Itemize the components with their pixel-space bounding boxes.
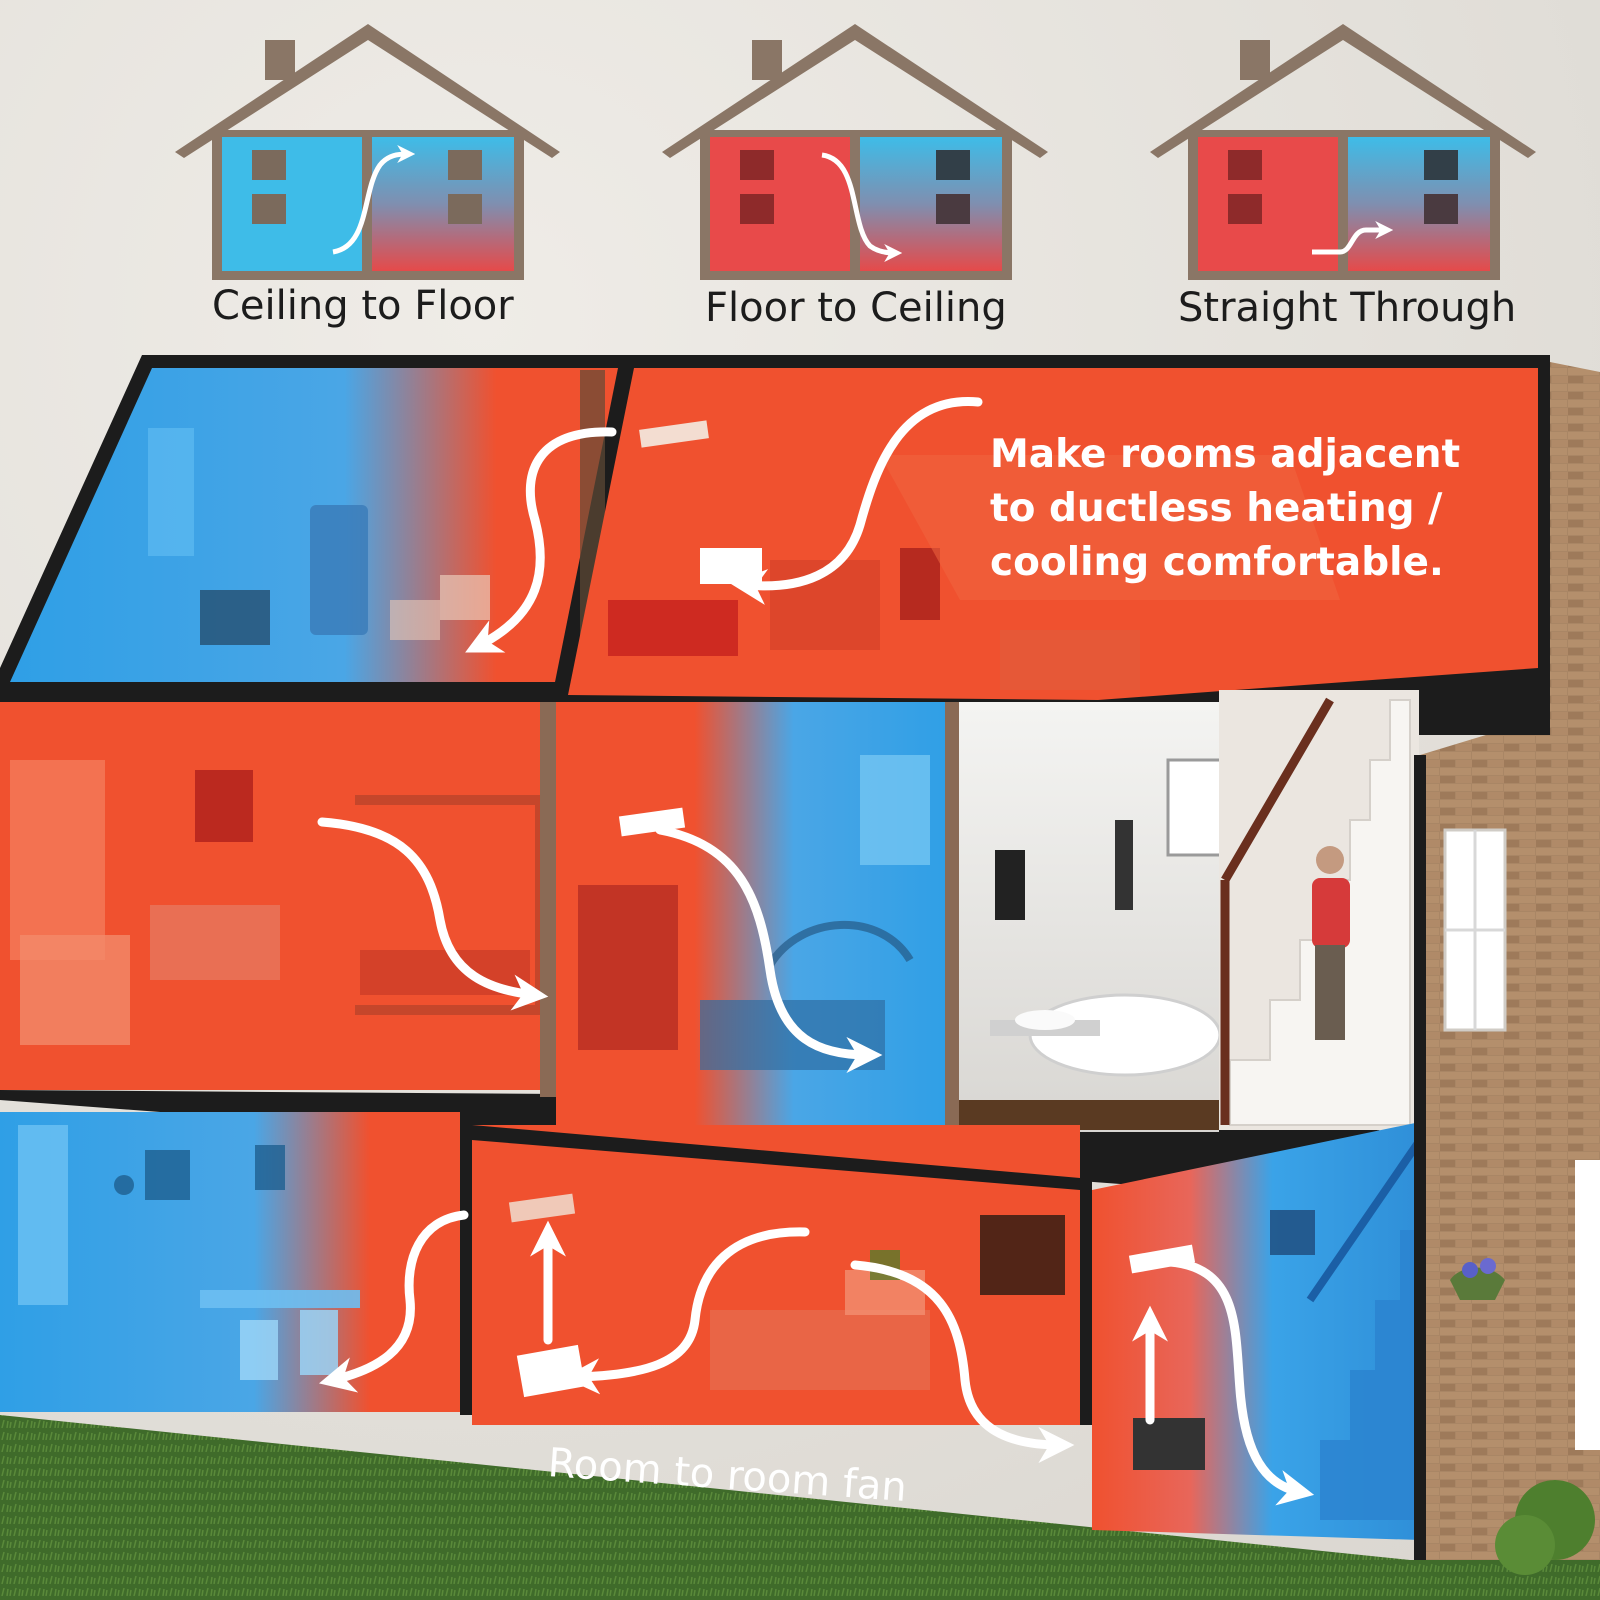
- house-floor-to-ceiling-icon: [662, 24, 1048, 280]
- ceiling-vent: [639, 420, 709, 448]
- room-to-room-fan: [1133, 1418, 1205, 1470]
- arrow-living-right: [850, 1260, 1075, 1463]
- person: [1316, 846, 1344, 874]
- house-ceiling-to-floor-icon: [175, 24, 560, 280]
- mode-label-floor-to-ceiling: Floor to Ceiling: [705, 285, 1007, 331]
- mode-label-ceiling-to-floor: Ceiling to Floor: [212, 283, 514, 329]
- ceiling-vent-2: [508, 1193, 576, 1223]
- arrow-attic-office: [730, 397, 983, 605]
- kids-bedroom: [0, 702, 545, 1090]
- arrow-dining-room: [318, 1210, 469, 1393]
- brick-wall-upper: [1540, 360, 1600, 720]
- callout-text: Make rooms adjacent to ductless heating …: [990, 432, 1461, 585]
- attic-storage-room: [10, 368, 618, 682]
- brick-partition: [540, 702, 556, 1097]
- arrow-master-bedroom: [655, 825, 883, 1073]
- master-bedroom: [556, 702, 952, 1132]
- dining-room: [0, 1112, 462, 1412]
- house-straight-through-icon: [1150, 24, 1536, 280]
- bathroom: [959, 702, 1234, 1132]
- living-room: [472, 1125, 1080, 1425]
- hallway: [1092, 1122, 1424, 1540]
- attic-office-room: [568, 368, 1538, 700]
- lawn: [0, 1415, 1600, 1600]
- wall-vent-4: [1128, 1244, 1196, 1274]
- brick-partition-2: [945, 702, 959, 1132]
- arrow-living-left: [563, 1227, 810, 1395]
- arrow-attic-down: [465, 427, 617, 653]
- arrow-kids-room: [317, 817, 549, 1011]
- exterior-door: [1575, 1160, 1600, 1450]
- arrow-hallway-down: [1165, 1257, 1315, 1506]
- stairwell: [1219, 690, 1419, 1130]
- airflow-arrows: [317, 397, 1315, 1506]
- wall-vent: [700, 548, 762, 584]
- mode-label-straight-through: Straight Through: [1178, 285, 1517, 331]
- hanging-basket: [1450, 1267, 1505, 1300]
